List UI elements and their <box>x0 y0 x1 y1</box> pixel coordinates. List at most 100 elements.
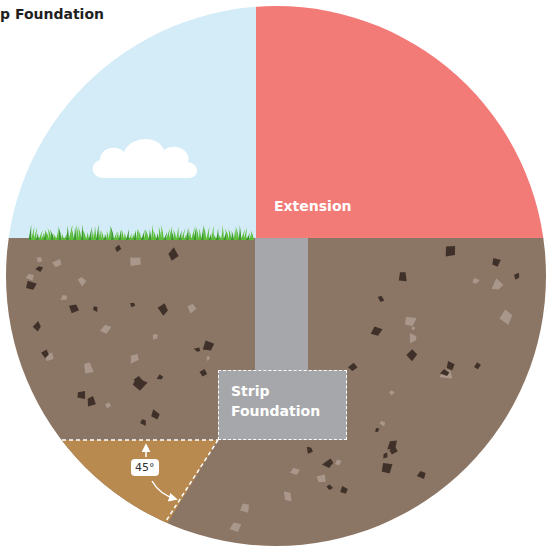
grass-blade <box>211 226 214 240</box>
rock <box>417 471 426 479</box>
rock <box>130 258 141 266</box>
rock <box>35 266 43 272</box>
rock <box>492 258 501 267</box>
rock <box>378 296 385 302</box>
zone-45-line <box>150 440 218 546</box>
grass-blade <box>201 225 204 240</box>
rock <box>100 325 112 334</box>
rock <box>187 304 196 313</box>
grass-blade <box>196 226 199 240</box>
grass-blade <box>134 230 137 240</box>
grass-blade <box>213 234 217 240</box>
diagram-title: p Foundation <box>0 6 104 22</box>
rock <box>492 278 504 289</box>
grass-blade <box>126 229 129 240</box>
grass-blade <box>101 231 104 240</box>
rock <box>93 306 97 312</box>
rock <box>130 303 135 308</box>
grass-blade <box>78 225 82 240</box>
rock <box>153 334 158 340</box>
rock <box>157 374 164 379</box>
rock <box>406 349 417 361</box>
grass-blade <box>106 230 109 240</box>
grass-blade <box>209 233 212 240</box>
angle-arrow <box>145 445 147 457</box>
rock <box>158 303 168 316</box>
grass-blade <box>29 225 32 240</box>
grass-blade <box>151 224 154 240</box>
grass-blade <box>99 229 102 240</box>
grass-blade <box>153 230 156 240</box>
grass-blade <box>121 229 124 240</box>
grass-blade <box>251 230 254 240</box>
grass-blade <box>119 230 122 240</box>
grass-blade <box>129 233 132 240</box>
rock <box>77 391 85 399</box>
rock <box>61 295 67 300</box>
rock <box>105 402 111 408</box>
rock <box>500 310 513 325</box>
rock <box>375 428 379 432</box>
rock <box>88 396 96 407</box>
grass-blade <box>47 227 51 240</box>
grass-blade <box>76 224 79 240</box>
rock <box>514 273 519 280</box>
rock <box>200 369 208 376</box>
rock <box>290 468 300 475</box>
angle-arrow <box>152 481 176 499</box>
grass-blade <box>137 228 141 240</box>
grass-blade <box>189 231 192 240</box>
rock <box>140 419 146 426</box>
rock <box>382 463 393 474</box>
rock <box>383 453 387 459</box>
cloud <box>93 139 197 178</box>
grass-blade <box>216 228 219 240</box>
grass-blade <box>31 227 34 240</box>
angle-label: 45° <box>131 459 159 476</box>
grass-blade <box>145 229 149 240</box>
grass-blade <box>116 231 119 240</box>
rock <box>322 458 333 468</box>
rock <box>41 350 49 359</box>
rock <box>230 523 242 532</box>
grass-blade <box>173 229 176 240</box>
grass-blade <box>66 226 69 240</box>
grass-blade <box>56 228 59 240</box>
node-text: Extension <box>274 196 351 216</box>
sky <box>0 0 256 239</box>
grass-blade <box>71 225 74 240</box>
strip-foundation-box: Strip Foundation <box>218 370 347 440</box>
grass-blade <box>225 228 229 240</box>
rock <box>194 347 201 351</box>
grass-blade <box>179 230 182 240</box>
rock <box>412 327 415 331</box>
load-spread-zone <box>20 440 218 552</box>
ground <box>0 238 551 552</box>
rock <box>115 245 121 252</box>
grass-blade <box>244 228 248 240</box>
rock <box>37 257 43 263</box>
rock <box>203 341 214 351</box>
rock <box>26 281 37 290</box>
grass-blade <box>114 232 117 240</box>
grass-blade <box>50 229 54 240</box>
grass-blade <box>231 231 234 240</box>
grass-blade <box>86 232 89 240</box>
rock <box>134 376 144 383</box>
grass-blade <box>58 226 61 240</box>
rock <box>405 317 417 327</box>
grass-blade <box>171 230 174 240</box>
grass-blade <box>74 227 77 240</box>
grass-blade <box>236 226 239 240</box>
rock <box>340 486 348 494</box>
grass <box>29 224 255 240</box>
wall-stem <box>255 238 308 371</box>
grass-blade <box>221 225 224 240</box>
grass-blade <box>149 229 152 240</box>
grass-blade <box>159 226 162 240</box>
grass-blade <box>199 228 202 240</box>
grass-blade <box>82 229 86 240</box>
rock <box>307 447 313 454</box>
grass-blade <box>34 227 38 240</box>
